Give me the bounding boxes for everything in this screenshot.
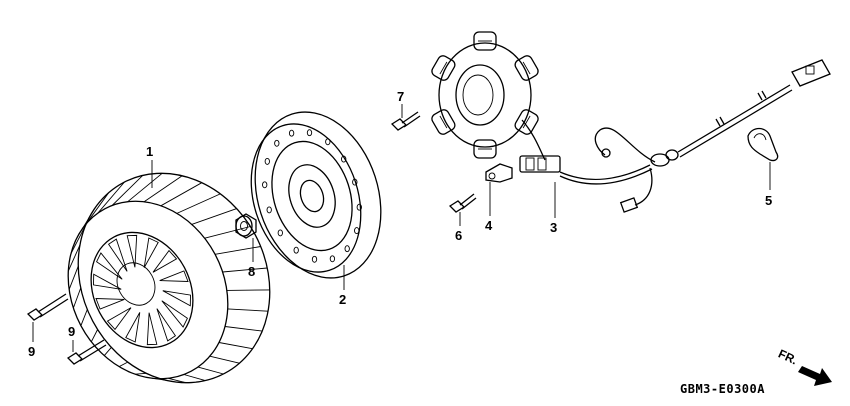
cooling-fan [67,172,271,384]
stator-winding [522,115,531,129]
fan-vane [107,238,128,272]
callout-4: 4 [485,218,493,233]
fan-vane [146,312,158,346]
fan-fin [183,374,206,382]
fan-fin [168,377,186,384]
fan-vane [96,252,123,280]
bolt-part-6 [448,193,477,213]
stator-winding [522,61,531,75]
direction-label: FR. [776,347,799,368]
fan-vane [156,308,177,342]
callout-6: 6 [455,228,462,243]
bolt-part-9-upper [26,293,69,321]
fan-fin [76,207,96,238]
flywheel-hole [325,138,331,146]
fan-vane [126,234,138,268]
fan-fin [191,208,237,225]
callout-5: 5 [765,193,772,208]
flywheel-hole [329,255,336,263]
fan-fin [70,224,87,254]
flywheel-hole [352,178,358,186]
stator-winding [439,115,448,129]
fan-vane [95,298,125,310]
callout-9-upper: 9 [28,344,35,359]
fan-fin [222,267,268,273]
stator-winding [439,61,448,75]
bolt-part-7 [390,111,421,131]
fan-fin [80,309,88,326]
fan-fin [127,172,163,203]
flywheel-hole [344,245,350,253]
wire-clamp [485,163,513,183]
fan-fin [118,361,128,367]
harness-clip [747,127,779,162]
stator-pole [473,31,497,51]
callout-1: 1 [146,144,153,159]
stator-pole [431,55,456,81]
flywheel-hole [306,129,313,137]
front-direction-arrow-icon [798,366,832,386]
flywheel-hole [356,203,362,211]
flywheel-hole [264,157,270,165]
fan-fin [227,308,269,312]
callout-7: 7 [397,89,404,104]
fan-fin [215,246,261,255]
fan-vane [161,300,188,328]
fan-fin [143,175,183,203]
stator-pole [514,55,539,81]
fan-vane [93,273,122,290]
fan-fin [111,175,144,206]
flywheel-hole [262,181,268,189]
fan-fin [103,347,112,356]
fan-fin [151,377,166,381]
fan-fin [135,372,147,375]
bolt-part-9-lower [66,339,107,365]
flange-nut [235,213,257,239]
fan-fin [224,326,263,332]
flywheel [250,111,382,279]
fan-fin [226,289,270,291]
fan-fin [204,226,251,239]
fan-fin [67,244,81,272]
flywheel-hole [341,155,347,163]
stator-pole [514,109,539,135]
callout-2: 2 [339,292,346,307]
fan-vane [159,270,189,282]
drawing-code: GBM3-E0300A [680,382,765,396]
flywheel-hole [274,139,280,147]
fan-fin [72,287,82,309]
stator-pole [473,139,497,159]
fan-vane [106,307,132,331]
flywheel-hole [288,129,295,137]
callout-9-lower: 9 [68,324,75,339]
flywheel-hole [277,229,283,237]
flywheel-hole [293,246,299,254]
fan-fin [160,182,203,207]
leader-lines [32,104,771,352]
fan-vane [143,237,159,268]
fan-fin [197,366,224,375]
front-direction-indicator: FR. [776,347,832,386]
fan-vane [162,290,191,307]
fan-vane [125,312,141,343]
flywheel-hole [266,206,272,214]
fan-fin [97,181,125,214]
fan-fin [90,329,99,343]
fan-vane [152,249,178,273]
callout-3: 3 [550,220,557,235]
callout-8: 8 [248,264,255,279]
stator-coil [431,31,539,159]
stator-pole [431,109,456,135]
fan-fin [218,342,253,350]
flywheel-hole [311,255,318,263]
fan-fin [209,355,240,364]
stator-wire-harness [519,59,831,213]
fan-fin [176,193,221,214]
flywheel-hole [354,227,360,235]
fan-fin [68,265,79,290]
fan-fin [85,192,109,225]
